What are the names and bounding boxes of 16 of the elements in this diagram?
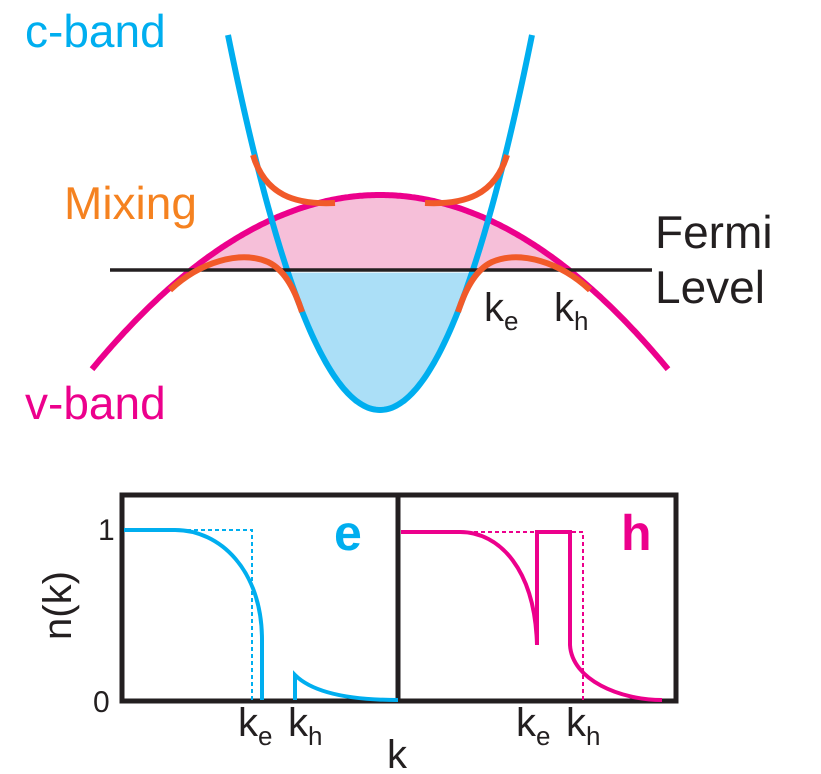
tick-label: 1: [98, 516, 115, 546]
momentum-label: k$_{e}$: [516, 703, 550, 750]
axis-label: k: [387, 735, 407, 774]
panel-label: h: [621, 508, 652, 558]
momentum-label: k$_{h}$: [566, 703, 600, 750]
fermi-level-label: Fermi Level: [655, 205, 774, 316]
tick-label: 0: [93, 688, 110, 718]
momentum-label: k$_{e}$: [238, 703, 272, 750]
momentum-label: k$_{h}$: [288, 703, 322, 750]
band-label: v-band: [25, 380, 166, 426]
momentum-label: k$_{e}$: [484, 288, 518, 334]
momentum-label: k$_{h}$: [554, 288, 588, 334]
band-mixing-label: Mixing: [64, 180, 197, 226]
panel-label: e: [334, 508, 362, 558]
band-label: c-band: [25, 8, 166, 54]
axis-label: n(k): [38, 571, 78, 640]
